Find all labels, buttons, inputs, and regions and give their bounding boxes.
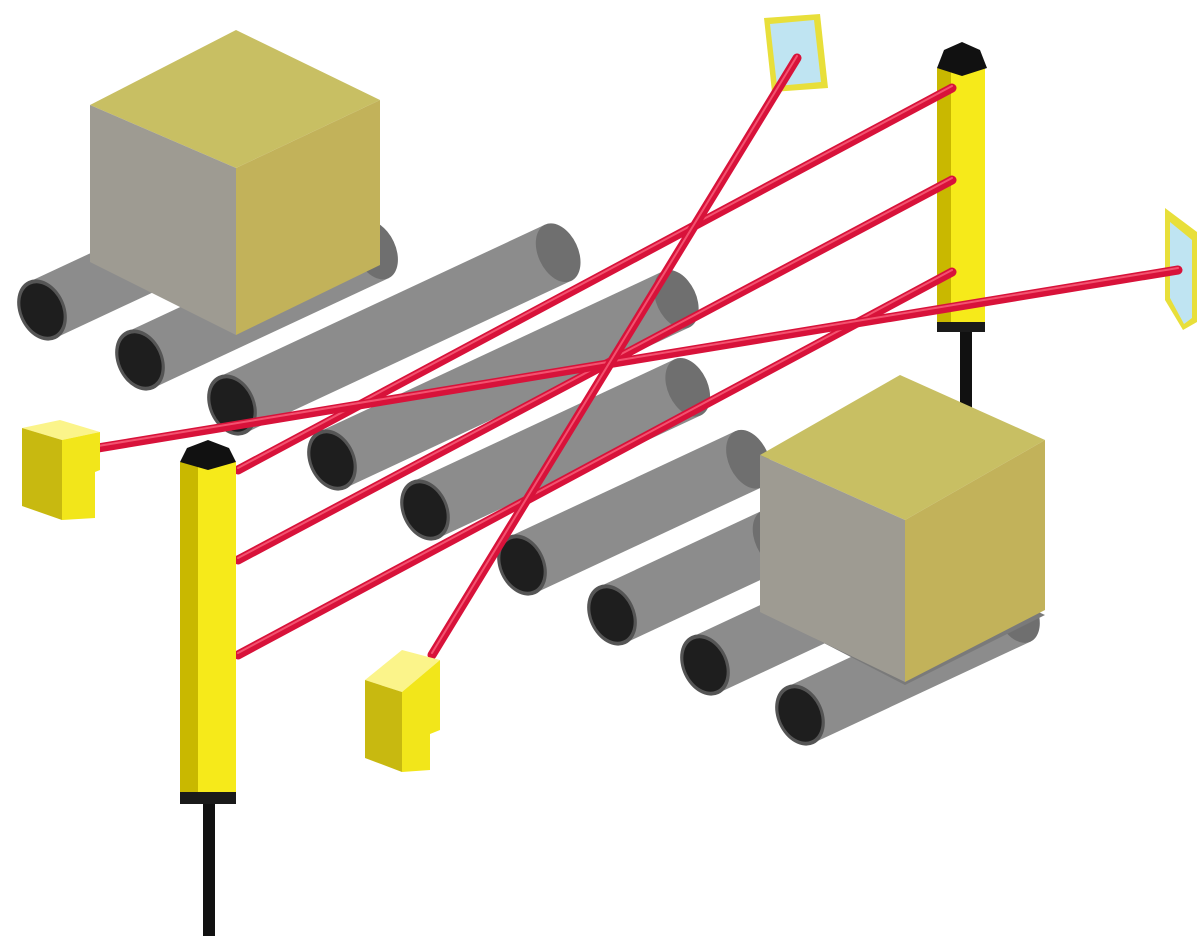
roller-far-end <box>535 223 581 283</box>
roller-end <box>210 378 254 432</box>
photo-beam-bottom-to-top-reflector-highlight <box>431 55 798 654</box>
light-curtain-column-left <box>180 440 236 936</box>
box-back-left-front <box>90 105 236 335</box>
photo-sensor-left-side <box>62 432 100 520</box>
photo-sensor-bottom <box>365 650 440 772</box>
column-left-cap <box>180 440 236 470</box>
roller-far-end <box>653 269 699 329</box>
column-right-cap <box>937 42 987 76</box>
box-front-right-top <box>760 375 1045 520</box>
photo-sensor-bottom-front <box>365 680 402 772</box>
roller-end <box>118 333 162 387</box>
box-front-right <box>760 375 1045 685</box>
photo-beam-bottom-to-top-reflector <box>427 53 802 660</box>
column-right-side <box>937 68 951 322</box>
roller-body <box>508 431 762 594</box>
photo-beam-left-to-right-reflector <box>93 265 1183 453</box>
roller-body <box>218 224 572 434</box>
light-curtain-beam-bottom <box>233 267 957 660</box>
box-back-left-side <box>236 100 380 335</box>
column-left-side <box>180 462 198 792</box>
reflector-top <box>764 14 828 92</box>
photo-sensor-left-front <box>22 428 62 520</box>
photo-sensor-left <box>22 420 100 520</box>
laser-beams <box>93 53 1183 660</box>
roller-end <box>403 483 447 537</box>
roller-end <box>683 638 727 692</box>
roller-3 <box>207 223 581 436</box>
photo-sensor-bottom-side <box>402 660 440 772</box>
box-back-left-top <box>90 30 380 168</box>
roller-body <box>598 510 789 644</box>
reflector-top-glass <box>770 20 821 86</box>
photo-beam-left-to-right-reflector-highlight <box>97 267 1179 447</box>
light-curtain-beam-bottom-highlight <box>237 269 953 654</box>
column-right-post <box>960 328 972 416</box>
roller-end <box>590 588 634 642</box>
photo-sensor-bottom-top <box>365 650 440 692</box>
roller-far-end <box>726 429 771 489</box>
box-back-left <box>90 30 380 335</box>
column-left-post <box>203 800 215 936</box>
roller-end <box>778 688 822 742</box>
roller-6 <box>497 429 771 596</box>
roller-far-end <box>665 357 711 417</box>
roller-end <box>310 433 354 487</box>
box-front-right-side <box>905 440 1045 682</box>
box-front-right-front <box>760 455 905 682</box>
roller-end <box>500 538 544 592</box>
roller-end <box>20 283 64 337</box>
photo-sensor-left-top <box>22 420 100 440</box>
